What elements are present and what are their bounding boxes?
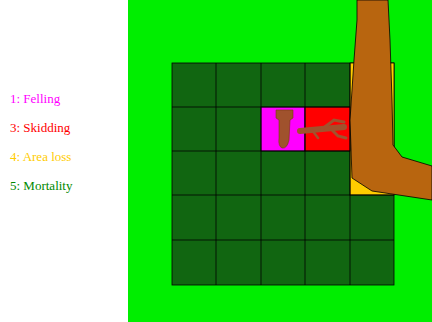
legend-color: 3: Skidding — [10, 120, 70, 135]
felled-stump — [276, 110, 293, 148]
legend-entry: 4: Area loss — [10, 149, 71, 165]
legend-color: 1: Felling — [10, 91, 60, 106]
legend-entry: 1: Felling — [10, 91, 60, 107]
legend-color: 5: Mortality — [10, 178, 72, 193]
skid-trail — [350, 0, 432, 200]
legend-entry: 5: Mortality — [10, 178, 72, 194]
fallen-tree — [300, 120, 346, 138]
legend-text: 5: Mortality — [10, 178, 72, 193]
legend-text: 1: Felling — [10, 91, 60, 106]
legend-text: 3: Skidding — [10, 120, 70, 135]
legend-entry: 3: Skidding — [10, 120, 70, 136]
legend-color: 4: Area loss — [10, 149, 71, 164]
surrounding-forest — [128, 0, 432, 322]
legend-text: 4: Area loss — [10, 149, 71, 164]
